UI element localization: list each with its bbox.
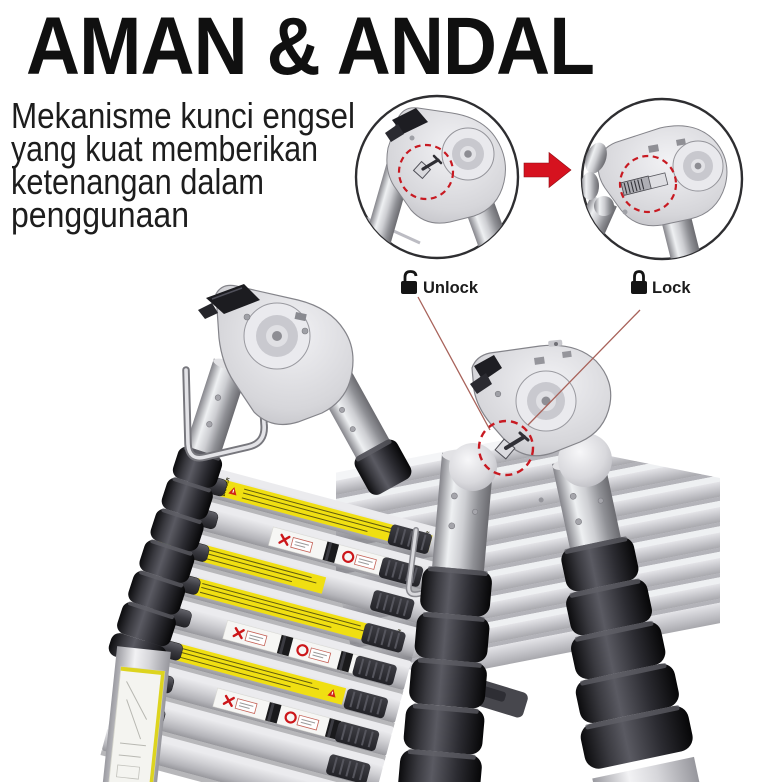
red-dashed-highlight-circle	[397, 143, 455, 201]
warning-sticker-yellow	[144, 635, 347, 705]
page-title: AMAN & ANDAL	[26, 1, 594, 92]
front-leg-shoulder	[449, 443, 497, 491]
subtitle-line-1: Mekanisme kunci engsel	[11, 95, 355, 136]
callout-lock-circle	[580, 97, 744, 261]
rear-leg-shoulder	[558, 433, 612, 487]
hinge-slider-locked	[620, 172, 669, 196]
arrow-right-icon	[523, 151, 572, 189]
unlock-label: Unlock	[423, 279, 479, 297]
unlock-label-group: Unlock	[401, 270, 479, 297]
lock-padlock-icon	[631, 270, 647, 294]
ladder-illustration: DANGER DANGER	[100, 284, 724, 782]
lock-label-group: Lock	[631, 270, 691, 297]
unlock-leader-line	[417, 296, 491, 431]
spec-label	[107, 666, 166, 782]
lock-label: Lock	[652, 279, 691, 297]
hinge-lever-unlocked	[412, 154, 443, 180]
red-dashed-highlight-circle	[477, 419, 535, 477]
carry-wire-handle	[182, 338, 268, 462]
front-left-leg	[101, 646, 171, 782]
red-dashed-highlight-circle	[618, 154, 678, 214]
hinge-clamp	[474, 355, 502, 381]
lock-leader-line	[527, 309, 641, 426]
subtitle-line-2: yang kuat memberikan	[11, 128, 318, 169]
front-left-rail	[108, 358, 249, 670]
callout-leader-lines	[417, 296, 641, 431]
subtitle: Mekanisme kunci engsel yang kuat memberi…	[11, 95, 355, 235]
subtitle-line-3: ketenangan dalam	[11, 161, 264, 202]
subtitle-line-4: penggunaan	[11, 194, 189, 235]
callout-unlock-circle	[354, 94, 520, 260]
hinge-lever-unlocked	[494, 431, 530, 460]
hinge-closeup-locked	[582, 125, 728, 259]
unlock-padlock-icon	[401, 270, 418, 294]
right-hinge	[449, 339, 612, 491]
left-hinge	[198, 284, 354, 425]
hinge-clamp	[206, 284, 260, 314]
